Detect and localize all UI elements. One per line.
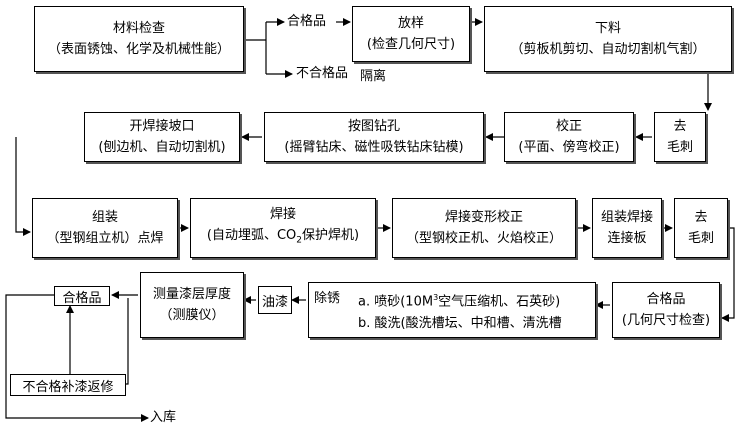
cutting-box: 下料 （剪板机剪切、自动切割机气割） (484, 6, 732, 72)
weld-correct-title: 焊接变形校正 (444, 210, 523, 225)
arrow-deburr-to-qualified-2 (721, 227, 735, 322)
measure-box: 测量漆层厚度 （测膜仪） (140, 272, 244, 338)
repair-box: 不合格补漆返修 (10, 374, 126, 396)
straighten-sub: (平面、傍弯校正) (518, 140, 620, 155)
deburr-2-box: 去 毛刺 (674, 198, 728, 258)
repair-label: 不合格补漆返修 (22, 379, 114, 395)
qualified-2-box: 合格品 (几何尺寸检查) (612, 282, 720, 338)
layout-title: 放样 (397, 16, 424, 31)
connector-inspect-split (244, 22, 267, 74)
assembly-weld-box: 组装焊接 连接板 (592, 198, 662, 258)
welding-box: 焊接 (自动埋弧、CO2保护焊机) (190, 198, 376, 258)
unqualified-1-label: 不合格品 (296, 66, 349, 81)
paint-label: 油漆 (261, 294, 288, 310)
deburr-1-line2: 毛刺 (666, 140, 693, 155)
assembly-title: 组装 (91, 210, 118, 225)
bevel-box: 开焊接坡口 (刨边机、自动切割机) (84, 112, 240, 162)
welding-sub-subscript: 2 (296, 235, 303, 246)
drilling-title: 按图钻孔 (347, 119, 400, 134)
weld-correct-box: 焊接变形校正 （型钢校正机、火焰校正） (392, 198, 576, 258)
layout-sub: (检查几何尺寸) (366, 37, 456, 52)
qualified-2-title: 合格品 (646, 292, 686, 307)
rust-removal-box (308, 282, 596, 338)
storage-label: 入库 (150, 410, 177, 425)
measure-sub: （测膜仪） (159, 308, 225, 323)
qualified-final-box: 合格品 (54, 286, 110, 306)
rust-option-a-sup: 3 (433, 293, 439, 302)
assembly-sub: （型钢组立机）点焊 (46, 231, 164, 246)
welding-sub-b: 保护焊机) (302, 228, 360, 244)
drilling-box: 按图钻孔 (摇臂钻床、磁性吸铁钻床钻模) (264, 112, 484, 162)
deburr-1-line1: 去 (673, 119, 687, 134)
straighten-box: 校正 (平面、傍弯校正) (504, 112, 634, 162)
deburr-1-box: 去 毛刺 (654, 112, 706, 162)
drilling-sub: (摇臂钻床、磁性吸铁钻床钻模) (284, 140, 464, 155)
measure-title: 测量漆层厚度 (152, 287, 231, 302)
assembly-weld-line2: 连接板 (607, 231, 647, 246)
rust-option-b: b. 酸洗(酸洗槽坛、中和槽、清洗槽 (358, 316, 562, 331)
qualified-1-label: 合格品 (287, 14, 327, 29)
arrow-to-storage (5, 294, 149, 422)
welding-title: 焊接 (269, 207, 296, 223)
qualified-final-label: 合格品 (62, 290, 102, 306)
material-inspect-box: 材料检查 （表面锈蚀、化学及机械性能） (34, 6, 244, 72)
line-measure-to-repair (126, 298, 129, 385)
assembly-weld-line1: 组装焊接 (600, 210, 653, 225)
isolate-label: 隔离 (360, 69, 387, 84)
deburr-2-line2: 毛刺 (687, 231, 714, 246)
cutting-title: 下料 (594, 21, 621, 36)
bevel-title: 开焊接坡口 (129, 119, 195, 134)
layout-box: 放样 (检查几何尺寸) (352, 6, 470, 62)
arrow-bevel-to-assembly (15, 137, 31, 236)
rust-option-a: a. 喷砂(10M3空气压缩机、石英砂) (358, 290, 560, 310)
rust-option-a-prefix: a. 喷砂(10M (358, 294, 434, 310)
welding-sub: (自动埋弧、CO2保护焊机) (207, 225, 359, 252)
assembly-box: 组装 （型钢组立机）点焊 (32, 198, 178, 258)
deburr-2-line1: 去 (694, 210, 708, 225)
welding-sub-a: (自动埋弧、CO (206, 228, 297, 244)
cutting-sub: （剪板机剪切、自动切割机气割） (510, 42, 706, 57)
material-inspect-title: 材料检查 (112, 21, 165, 36)
bevel-sub: (刨边机、自动切割机) (98, 140, 226, 155)
paint-box: 油漆 (258, 286, 292, 314)
weld-correct-sub: （型钢校正机、火焰校正） (405, 231, 562, 246)
rust-removal-label: 除锈 (314, 291, 341, 306)
rust-option-a-suffix: 空气压缩机、石英砂) (438, 294, 561, 310)
material-inspect-sub: （表面锈蚀、化学及机械性能） (47, 42, 230, 57)
straighten-title: 校正 (555, 119, 582, 134)
qualified-2-sub: (几何尺寸检查) (621, 313, 711, 328)
